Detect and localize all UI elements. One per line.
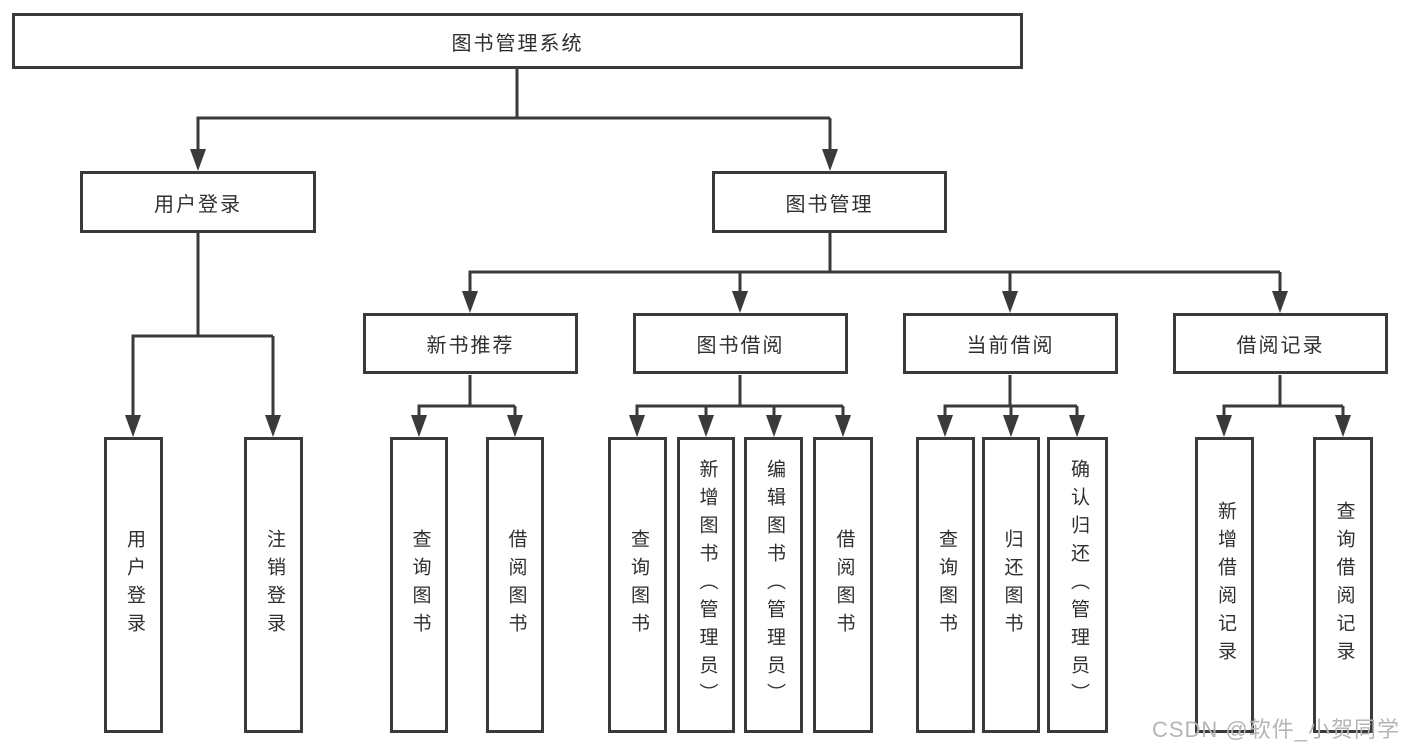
node-borrowing-records: 借阅记录 xyxy=(1173,313,1388,374)
arrowhead-down xyxy=(766,415,782,437)
leaf-label: 新增图书（管理员） xyxy=(696,459,718,711)
leaf-label: 归还图书 xyxy=(1001,529,1023,641)
leaf-label: 查询图书 xyxy=(627,529,649,641)
arrowhead-down xyxy=(462,291,478,313)
node-label: 用户登录 xyxy=(154,193,242,216)
arrowhead-down xyxy=(1002,291,1018,313)
arrowhead-down xyxy=(507,415,523,437)
node-current-borrowing: 当前借阅 xyxy=(903,313,1118,374)
node-library-management-system: 图书管理系统 xyxy=(12,13,1023,69)
leaf-borrow-books-recommend: 借阅图书 xyxy=(486,437,544,733)
leaf-label: 确认归还（管理员） xyxy=(1067,459,1089,711)
csdn-watermark: CSDN @软件_小贺同学 xyxy=(1151,717,1400,742)
leaf-add-borrow-record: 新增借阅记录 xyxy=(1195,437,1254,733)
arrowhead-down xyxy=(190,149,206,171)
leaf-query-borrow-record: 查询借阅记录 xyxy=(1313,437,1373,733)
arrowhead-down xyxy=(1216,415,1232,437)
node-label: 当前借阅 xyxy=(966,335,1055,357)
leaf-query-books-current: 查询图书 xyxy=(916,437,975,733)
leaf-label: 借阅图书 xyxy=(505,529,527,641)
leaf-label: 用户登录 xyxy=(123,529,145,641)
leaf-user-login: 用户登录 xyxy=(104,437,163,733)
leaf-confirm-return-admin: 确认归还（管理员） xyxy=(1047,437,1108,733)
arrowhead-down xyxy=(1003,415,1019,437)
leaf-label: 注销登录 xyxy=(263,529,285,641)
leaf-label: 编辑图书（管理员） xyxy=(763,459,785,711)
leaf-edit-books-admin: 编辑图书（管理员） xyxy=(744,437,803,733)
arrowhead-down xyxy=(937,415,953,437)
node-user-login: 用户登录 xyxy=(80,171,316,233)
leaf-query-books-recommend: 查询图书 xyxy=(390,437,448,733)
leaf-label: 查询图书 xyxy=(935,529,957,641)
arrowhead-down xyxy=(411,415,427,437)
node-label: 借阅记录 xyxy=(1236,335,1325,357)
node-book-management: 图书管理 xyxy=(712,171,947,233)
arrowhead-down xyxy=(125,415,141,437)
leaf-return-books: 归还图书 xyxy=(982,437,1040,733)
node-label: 图书借阅 xyxy=(696,335,785,357)
node-new-book-recommendation: 新书推荐 xyxy=(363,313,578,374)
node-book-borrowing: 图书借阅 xyxy=(633,313,848,374)
arrowhead-down xyxy=(1335,415,1351,437)
arrowhead-down xyxy=(1069,415,1085,437)
leaf-query-books-borrowing: 查询图书 xyxy=(608,437,667,733)
arrowhead-down xyxy=(265,415,281,437)
leaf-add-books-admin: 新增图书（管理员） xyxy=(677,437,735,733)
arrowhead-down xyxy=(822,149,838,171)
leaf-label: 新增借阅记录 xyxy=(1214,501,1236,669)
leaf-label: 借阅图书 xyxy=(833,529,855,641)
arrowhead-down xyxy=(698,415,714,437)
node-label: 图书管理系统 xyxy=(451,32,584,55)
leaf-label: 查询图书 xyxy=(409,529,431,641)
arrowhead-down xyxy=(732,291,748,313)
node-label: 新书推荐 xyxy=(426,335,515,357)
leaf-borrow-books: 借阅图书 xyxy=(813,437,873,733)
node-label: 图书管理 xyxy=(785,193,874,216)
leaf-label: 查询借阅记录 xyxy=(1333,501,1355,669)
arrowhead-down xyxy=(835,415,851,437)
leaf-logout: 注销登录 xyxy=(244,437,303,733)
arrowhead-down xyxy=(1272,291,1288,313)
arrowhead-down xyxy=(629,415,645,437)
